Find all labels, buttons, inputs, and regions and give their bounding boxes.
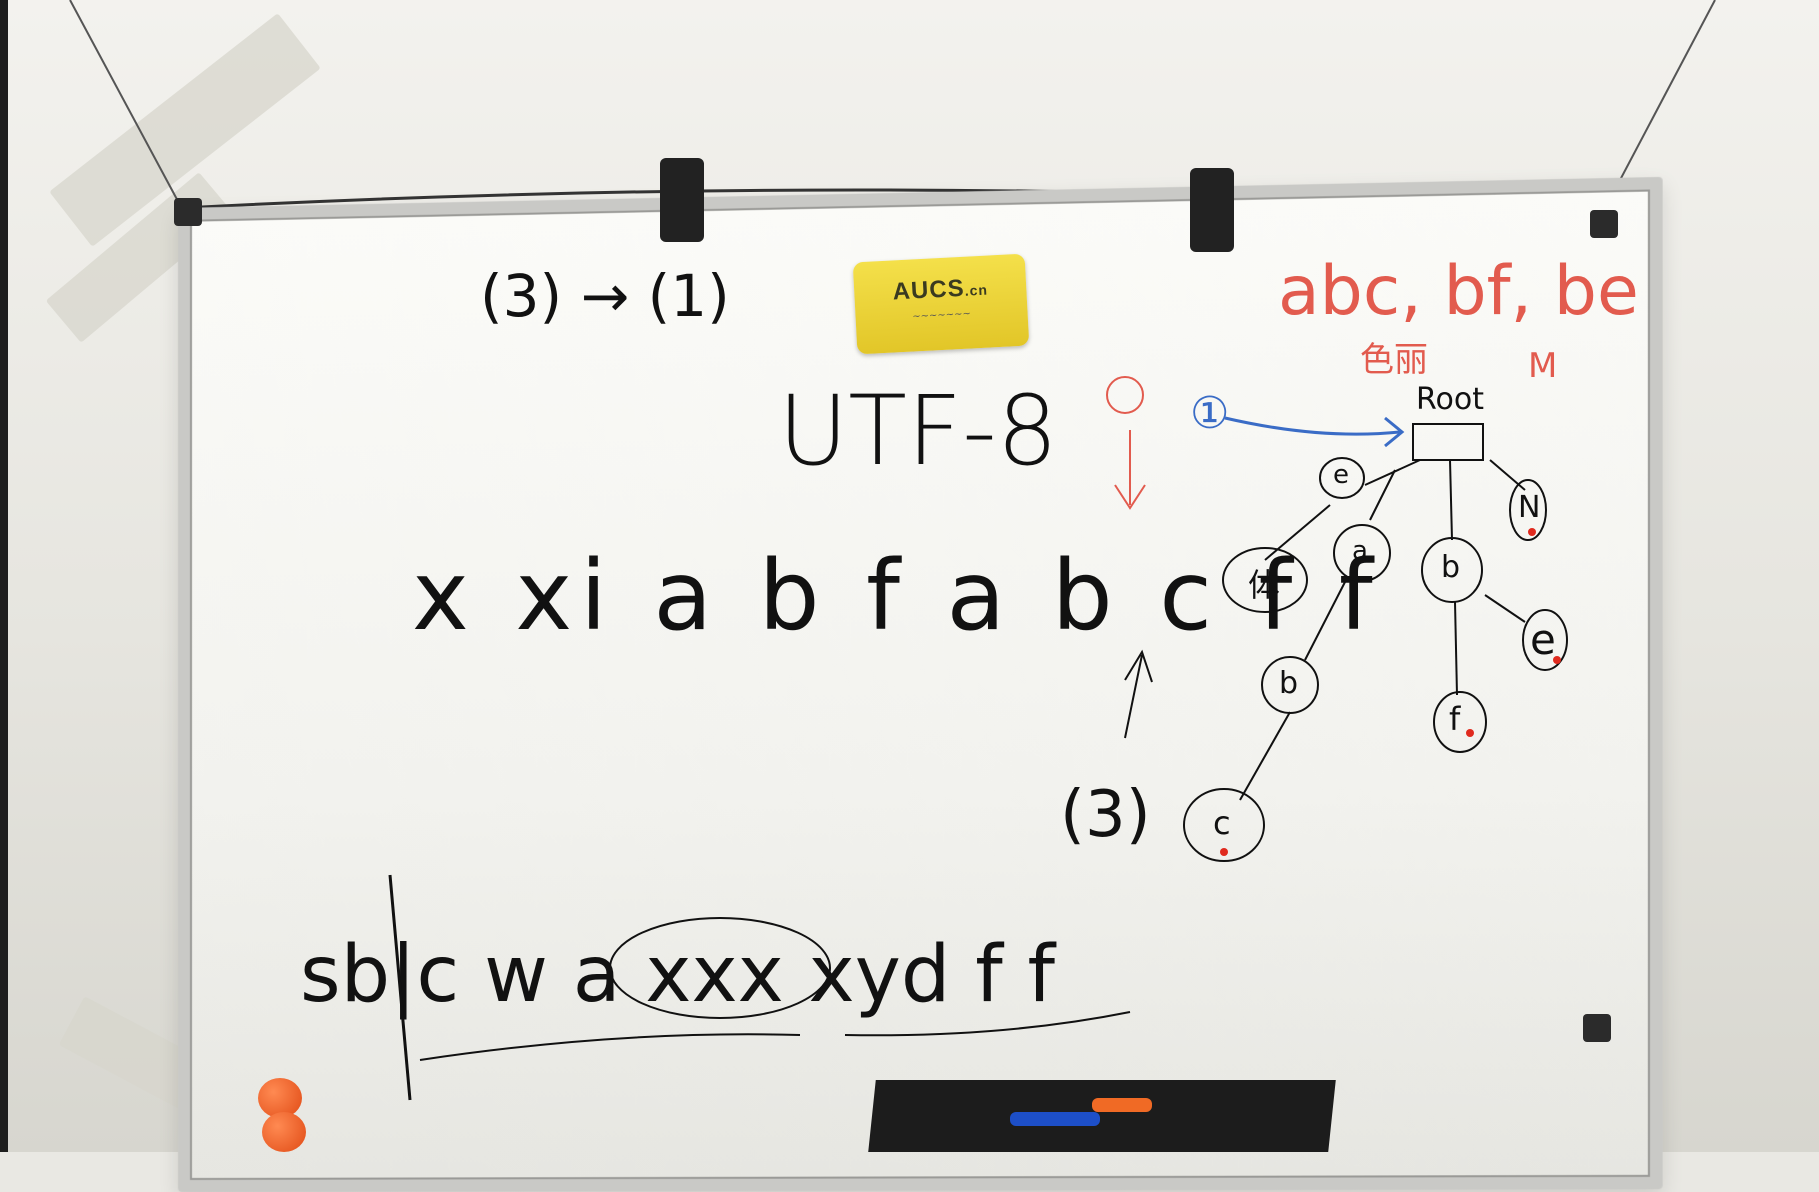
trie-node-label: e (1333, 460, 1349, 490)
note-main-line: x xi a b f a b c f f (412, 540, 1381, 652)
board-corner (1590, 210, 1618, 238)
trie-node-label: a (1352, 536, 1368, 566)
orange-magnet (262, 1112, 306, 1152)
orange-marker (1092, 1098, 1152, 1112)
trie-node-label: N (1518, 490, 1541, 525)
trie-node-label: e (1530, 615, 1556, 664)
board-clip (1190, 168, 1234, 252)
note-bottom-line: sb|c w a xxx xyd f f (300, 930, 1055, 1020)
note-utf8: UTF-8 (778, 375, 1058, 487)
note-top-left: (3) → (1) (480, 262, 730, 330)
trie-node-label: f (1449, 700, 1461, 738)
trie-node-label: c (1213, 804, 1231, 842)
board-corner (174, 198, 202, 226)
note-red-words: abc, bf, be (1278, 252, 1639, 331)
left-frame-edge (0, 0, 8, 1152)
blue-marker (1010, 1112, 1100, 1126)
marker-tray (868, 1080, 1336, 1152)
trie-diagram (388, 376, 1568, 1101)
note-blue-circle-one: ① (1190, 388, 1230, 439)
board-corner (1583, 1014, 1611, 1042)
note-red-small-2: M (1528, 346, 1558, 386)
trie-node-label: b (1279, 666, 1299, 701)
trie-node-label: b (1441, 550, 1461, 585)
trie-root-label: Root (1416, 382, 1484, 417)
note-red-small-1: 色丽 (1360, 340, 1428, 380)
note-circle-three: (3) (1060, 778, 1151, 852)
trie-node-label: 体 (1248, 566, 1281, 604)
orange-magnet (258, 1078, 302, 1118)
board-clip (660, 158, 704, 242)
